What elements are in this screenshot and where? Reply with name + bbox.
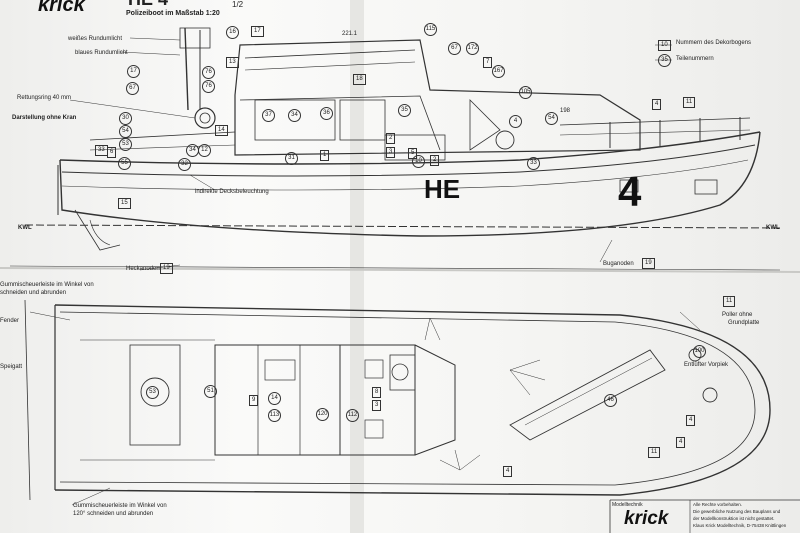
part-167: 167 xyxy=(492,65,505,78)
part-9: 9 xyxy=(249,395,259,406)
legend-arc-label: Nummern des Dekorbogens xyxy=(676,40,752,46)
part-1: 1 xyxy=(320,150,330,161)
brand-logo: krick xyxy=(38,0,85,16)
part-37: 37 xyxy=(262,109,275,122)
part-3: 3 xyxy=(386,147,396,158)
part-18: 18 xyxy=(353,74,366,85)
label-bollard-2: Grundplatte xyxy=(728,320,760,326)
part-113: 113 xyxy=(268,409,281,422)
part-2-b: 2 xyxy=(430,155,440,166)
label-kwl-right: KWL xyxy=(766,225,780,231)
dimension-221: 221.1 xyxy=(342,31,358,37)
hull-lettering: HE xyxy=(424,174,461,204)
dimension-198: 198 xyxy=(560,108,571,114)
part-14: 14 xyxy=(215,125,228,136)
part-53-top: 53 xyxy=(146,386,159,399)
part-17-box: 17 xyxy=(251,26,264,37)
part-76-a: 76 xyxy=(202,66,215,79)
model-title-fragment: HE 4 xyxy=(128,0,168,8)
part-67-aft: 67 xyxy=(126,82,139,95)
part-31: 31 xyxy=(285,152,298,165)
part-172: 172 xyxy=(466,42,479,55)
label-lifebuoy: Rettungsring 40 mm xyxy=(17,95,72,101)
part-11-side: 11 xyxy=(683,97,696,108)
footer-notice-1: Alle Rechte vorbehalten. xyxy=(693,502,743,507)
label-blue-light: blaues Rundumlicht xyxy=(75,50,128,56)
part-120: 120 xyxy=(316,408,329,421)
legend-part-label: Teilenummern xyxy=(676,56,714,62)
part-33-fwd: 33 xyxy=(527,157,540,170)
part-67-fwd: 67 xyxy=(448,42,461,55)
label-hawse: Speigatt xyxy=(0,364,23,370)
label-bow-anodes: Buganoden xyxy=(603,261,634,267)
part-19-stern: 19 xyxy=(160,263,173,274)
part-11-top: 11 xyxy=(723,296,736,307)
part-8: 8 xyxy=(372,387,382,398)
part-3-top: 3 xyxy=(372,400,382,411)
label-kwl-left: KWL xyxy=(18,225,32,231)
part-34: 34 xyxy=(288,109,301,122)
footer-notice-2: Die gewerbliche Nutzung des Bauplans und xyxy=(693,509,781,514)
part-53: 53 xyxy=(119,138,132,151)
part-13: 13 xyxy=(226,57,239,68)
label-white-light: weißes Rundumlicht xyxy=(68,36,123,42)
label-stern-anodes: Heckanoden xyxy=(126,266,160,272)
part-55: 55 xyxy=(118,157,131,170)
logo-caption: Modelltechnik xyxy=(612,502,643,508)
part-32: 32 xyxy=(178,158,191,171)
label-bollard: Poller ohne xyxy=(722,312,753,318)
part-16: 16 xyxy=(226,26,239,39)
part-6: 6 xyxy=(107,147,117,158)
scale-fraction: 1/2 xyxy=(232,0,244,9)
part-100: 100 xyxy=(693,345,706,358)
part-15: 15 xyxy=(118,198,131,209)
part-19-bow: 19 xyxy=(642,258,655,269)
part-115: 115 xyxy=(424,23,437,36)
part-35: 35 xyxy=(398,104,411,117)
part-4-top-c: 4 xyxy=(686,415,696,426)
part-4-top-a: 4 xyxy=(676,437,686,448)
part-36: 36 xyxy=(320,107,333,120)
hull-number: 4 xyxy=(618,168,642,215)
part-33-aft: 33 xyxy=(95,145,108,156)
part-76-b: 76 xyxy=(202,80,215,93)
label-rubber-strip-top: Gummischeuerleiste im Winkel von xyxy=(0,282,94,288)
part-46: 46 xyxy=(604,394,617,407)
label-deck-lighting: indirekte Decksbeleuchtung xyxy=(195,189,269,195)
part-4-top-b: 4 xyxy=(503,466,513,477)
footer-notice-4: Klaus Krick Modelltechnik, D-75438 Knitt… xyxy=(693,523,787,528)
legend-part-circle: 35 xyxy=(658,54,671,67)
subtitle: Polizeiboot im Maßstab 1:20 xyxy=(126,10,220,17)
part-12: 12 xyxy=(198,144,211,157)
part-10: 10 xyxy=(412,155,425,168)
label-vent: Entlüfter Vorpiek xyxy=(684,362,729,368)
label-fender: Fender xyxy=(0,318,20,324)
part-2-a: 2 xyxy=(386,133,396,144)
footer-logo: krick xyxy=(624,508,669,529)
part-7: 7 xyxy=(483,57,493,68)
part-105: 105 xyxy=(519,86,532,99)
label-rubber-strip-bottom: Gummischeuerleiste im Winkel von xyxy=(73,503,167,509)
label-no-crane: Darstellung ohne Kran xyxy=(12,115,77,121)
part-17-circle: 17 xyxy=(127,65,140,78)
part-54-aft: 54 xyxy=(119,125,132,138)
part-30: 30 xyxy=(119,112,132,125)
part-4-box: 4 xyxy=(652,99,662,110)
label-rubber-strip-top-2: schneiden und abrunden xyxy=(0,290,67,296)
part-4-port: 4 xyxy=(509,115,522,128)
part-11-bottom: 11 xyxy=(648,447,661,458)
part-51: 51 xyxy=(204,385,217,398)
part-54-fwd: 54 xyxy=(545,112,558,125)
legend-arc-box: 10 xyxy=(658,40,671,51)
footer-notice-3: der Modellkonstruktion ist nicht gestatt… xyxy=(693,516,775,521)
label-rubber-strip-bottom-2: 120° schneiden und abrunden xyxy=(73,511,154,517)
part-112: 112 xyxy=(346,409,359,422)
part-14-top: 14 xyxy=(268,392,281,405)
